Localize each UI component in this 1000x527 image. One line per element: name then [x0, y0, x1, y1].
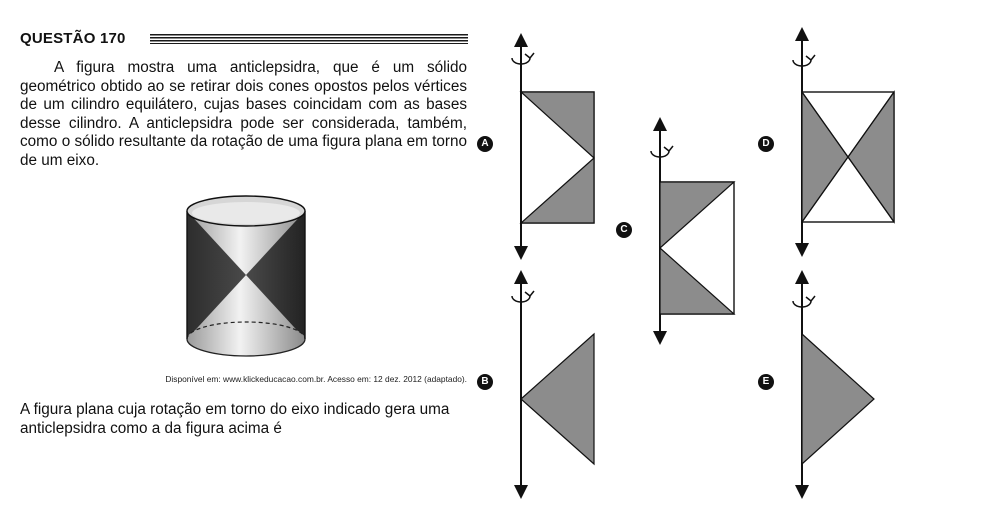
question-header: QUESTÃO 170: [20, 30, 468, 50]
option-c-figure: [650, 117, 736, 345]
question-title: QUESTÃO 170: [20, 30, 132, 48]
option-b-figure: [511, 270, 595, 499]
option-a-figure: [511, 33, 595, 260]
option-e-figure: [792, 270, 875, 499]
question-prompt: A figura plana cuja rotação em torno do …: [20, 401, 450, 437]
option-a-badge[interactable]: A: [477, 136, 493, 152]
anticlepsidra-figure: [186, 195, 306, 357]
option-d-figure: [792, 27, 895, 257]
question-stem: A figura mostra uma anticlepsidra, que é…: [20, 59, 467, 169]
option-d-badge[interactable]: D: [758, 136, 774, 152]
option-b-badge[interactable]: B: [477, 374, 493, 390]
header-rule: [150, 34, 468, 44]
option-e-badge[interactable]: E: [758, 374, 774, 390]
option-c-badge[interactable]: C: [616, 222, 632, 238]
image-source-caption: Disponível em: www.klickeducacao.com.br.…: [165, 374, 467, 384]
